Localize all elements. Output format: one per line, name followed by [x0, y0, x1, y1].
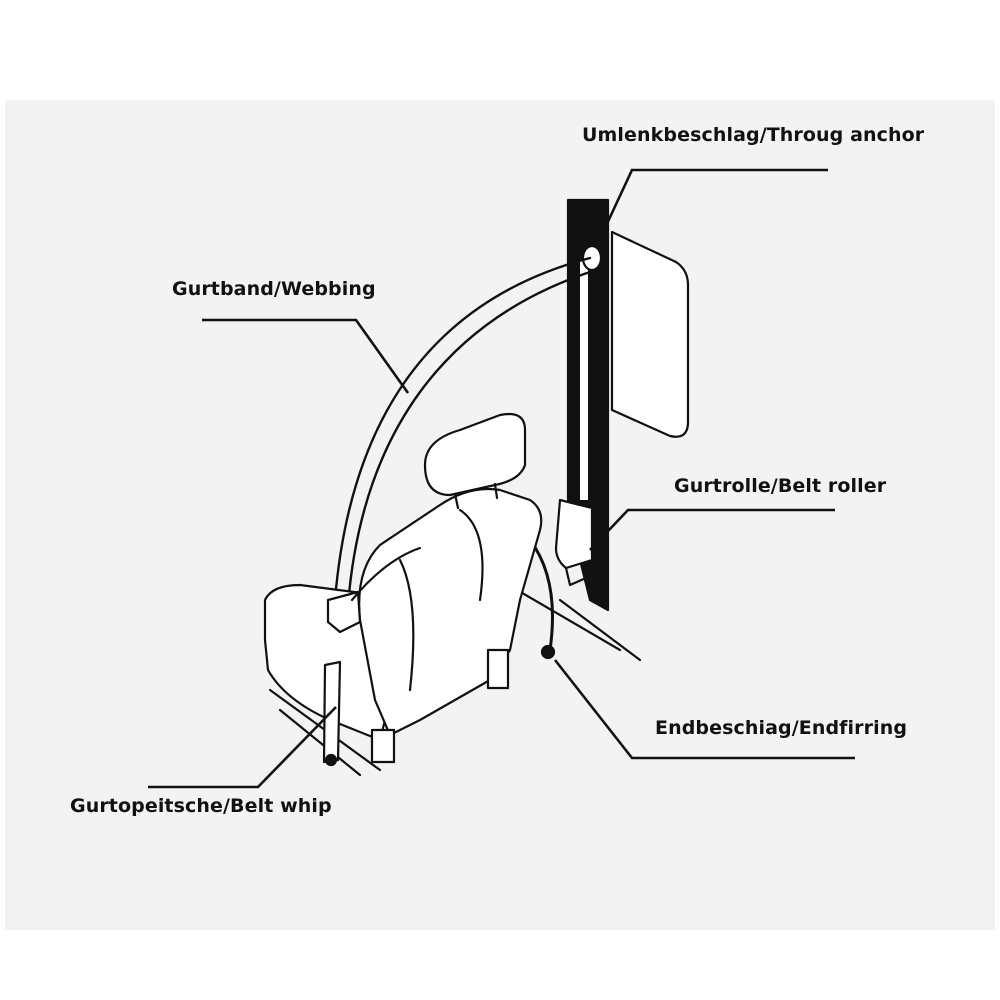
- belt-roller: [554, 498, 594, 570]
- label-belt-whip: Gurtopeitsche/Belt whip: [70, 795, 332, 817]
- headrest: [423, 412, 527, 497]
- floor-lines: [268, 578, 642, 777]
- label-through-anchor: Umlenkbeschlag/Throug anchor: [582, 124, 925, 146]
- label-end-fitting: Endbeschiag/Endfirring: [655, 717, 908, 739]
- end-fitting-bolt: [540, 644, 556, 660]
- buckle: [326, 590, 362, 634]
- leader-belt-whip: [148, 706, 337, 789]
- seat-leg-rear: [486, 648, 510, 690]
- leader-webbing: [202, 318, 410, 394]
- leader-through-anchor: [603, 168, 828, 229]
- buckle-strap: [350, 546, 422, 602]
- pillar-slot: [580, 260, 588, 500]
- webbing-inner: [346, 268, 598, 607]
- label-webbing: Gurtband/Webbing: [172, 278, 376, 300]
- seat-back-contour: [398, 508, 484, 692]
- seat-leg-front: [370, 728, 396, 764]
- end-fitting-strap: [528, 538, 554, 652]
- belt-whip-bolt: [324, 753, 338, 767]
- leader-end-fitting: [553, 659, 855, 760]
- headrest-posts: [453, 482, 499, 510]
- roller-cap: [564, 566, 588, 587]
- webbing-outer: [333, 256, 592, 602]
- side-window: [610, 230, 690, 438]
- label-belt-roller: Gurtrolle/Belt roller: [674, 475, 887, 497]
- leader-belt-roller: [589, 508, 835, 551]
- through-anchor: [581, 244, 603, 272]
